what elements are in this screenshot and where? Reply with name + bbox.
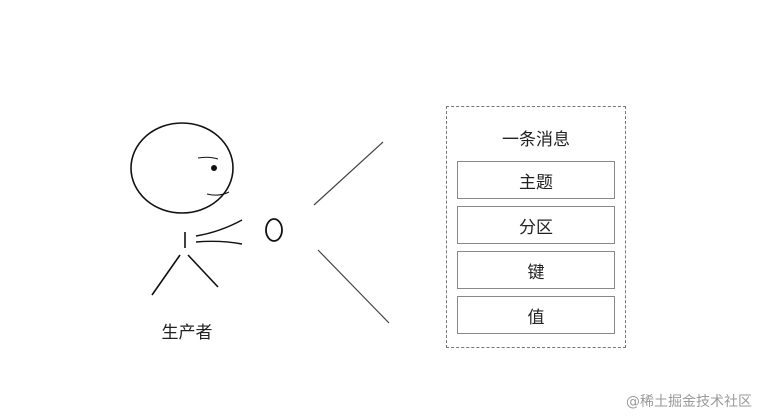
producer-brow: [197, 156, 219, 160]
producer-lips: [195, 219, 243, 237]
zoom-line-bottom: [317, 249, 390, 324]
field-partition: 分区: [457, 206, 615, 244]
producer-right-leg: [187, 254, 219, 288]
field-topic: 主题: [457, 161, 615, 199]
field-value: 值: [457, 296, 615, 334]
producer-head: [130, 122, 234, 214]
field-key: 键: [457, 251, 615, 289]
zoom-line-top: [313, 141, 384, 206]
producer-lips-lower: [195, 240, 243, 245]
message-box: 一条消息 主题 分区 键 值: [446, 106, 626, 348]
producer-mouth: [206, 191, 230, 196]
producer-eye: [211, 165, 217, 171]
watermark: @稀土掘金技术社区: [626, 394, 752, 410]
message-title: 一条消息: [502, 130, 570, 150]
producer-label: 生产者: [161, 323, 213, 343]
message-bubble: [265, 218, 283, 242]
producer-left-leg: [151, 254, 181, 296]
